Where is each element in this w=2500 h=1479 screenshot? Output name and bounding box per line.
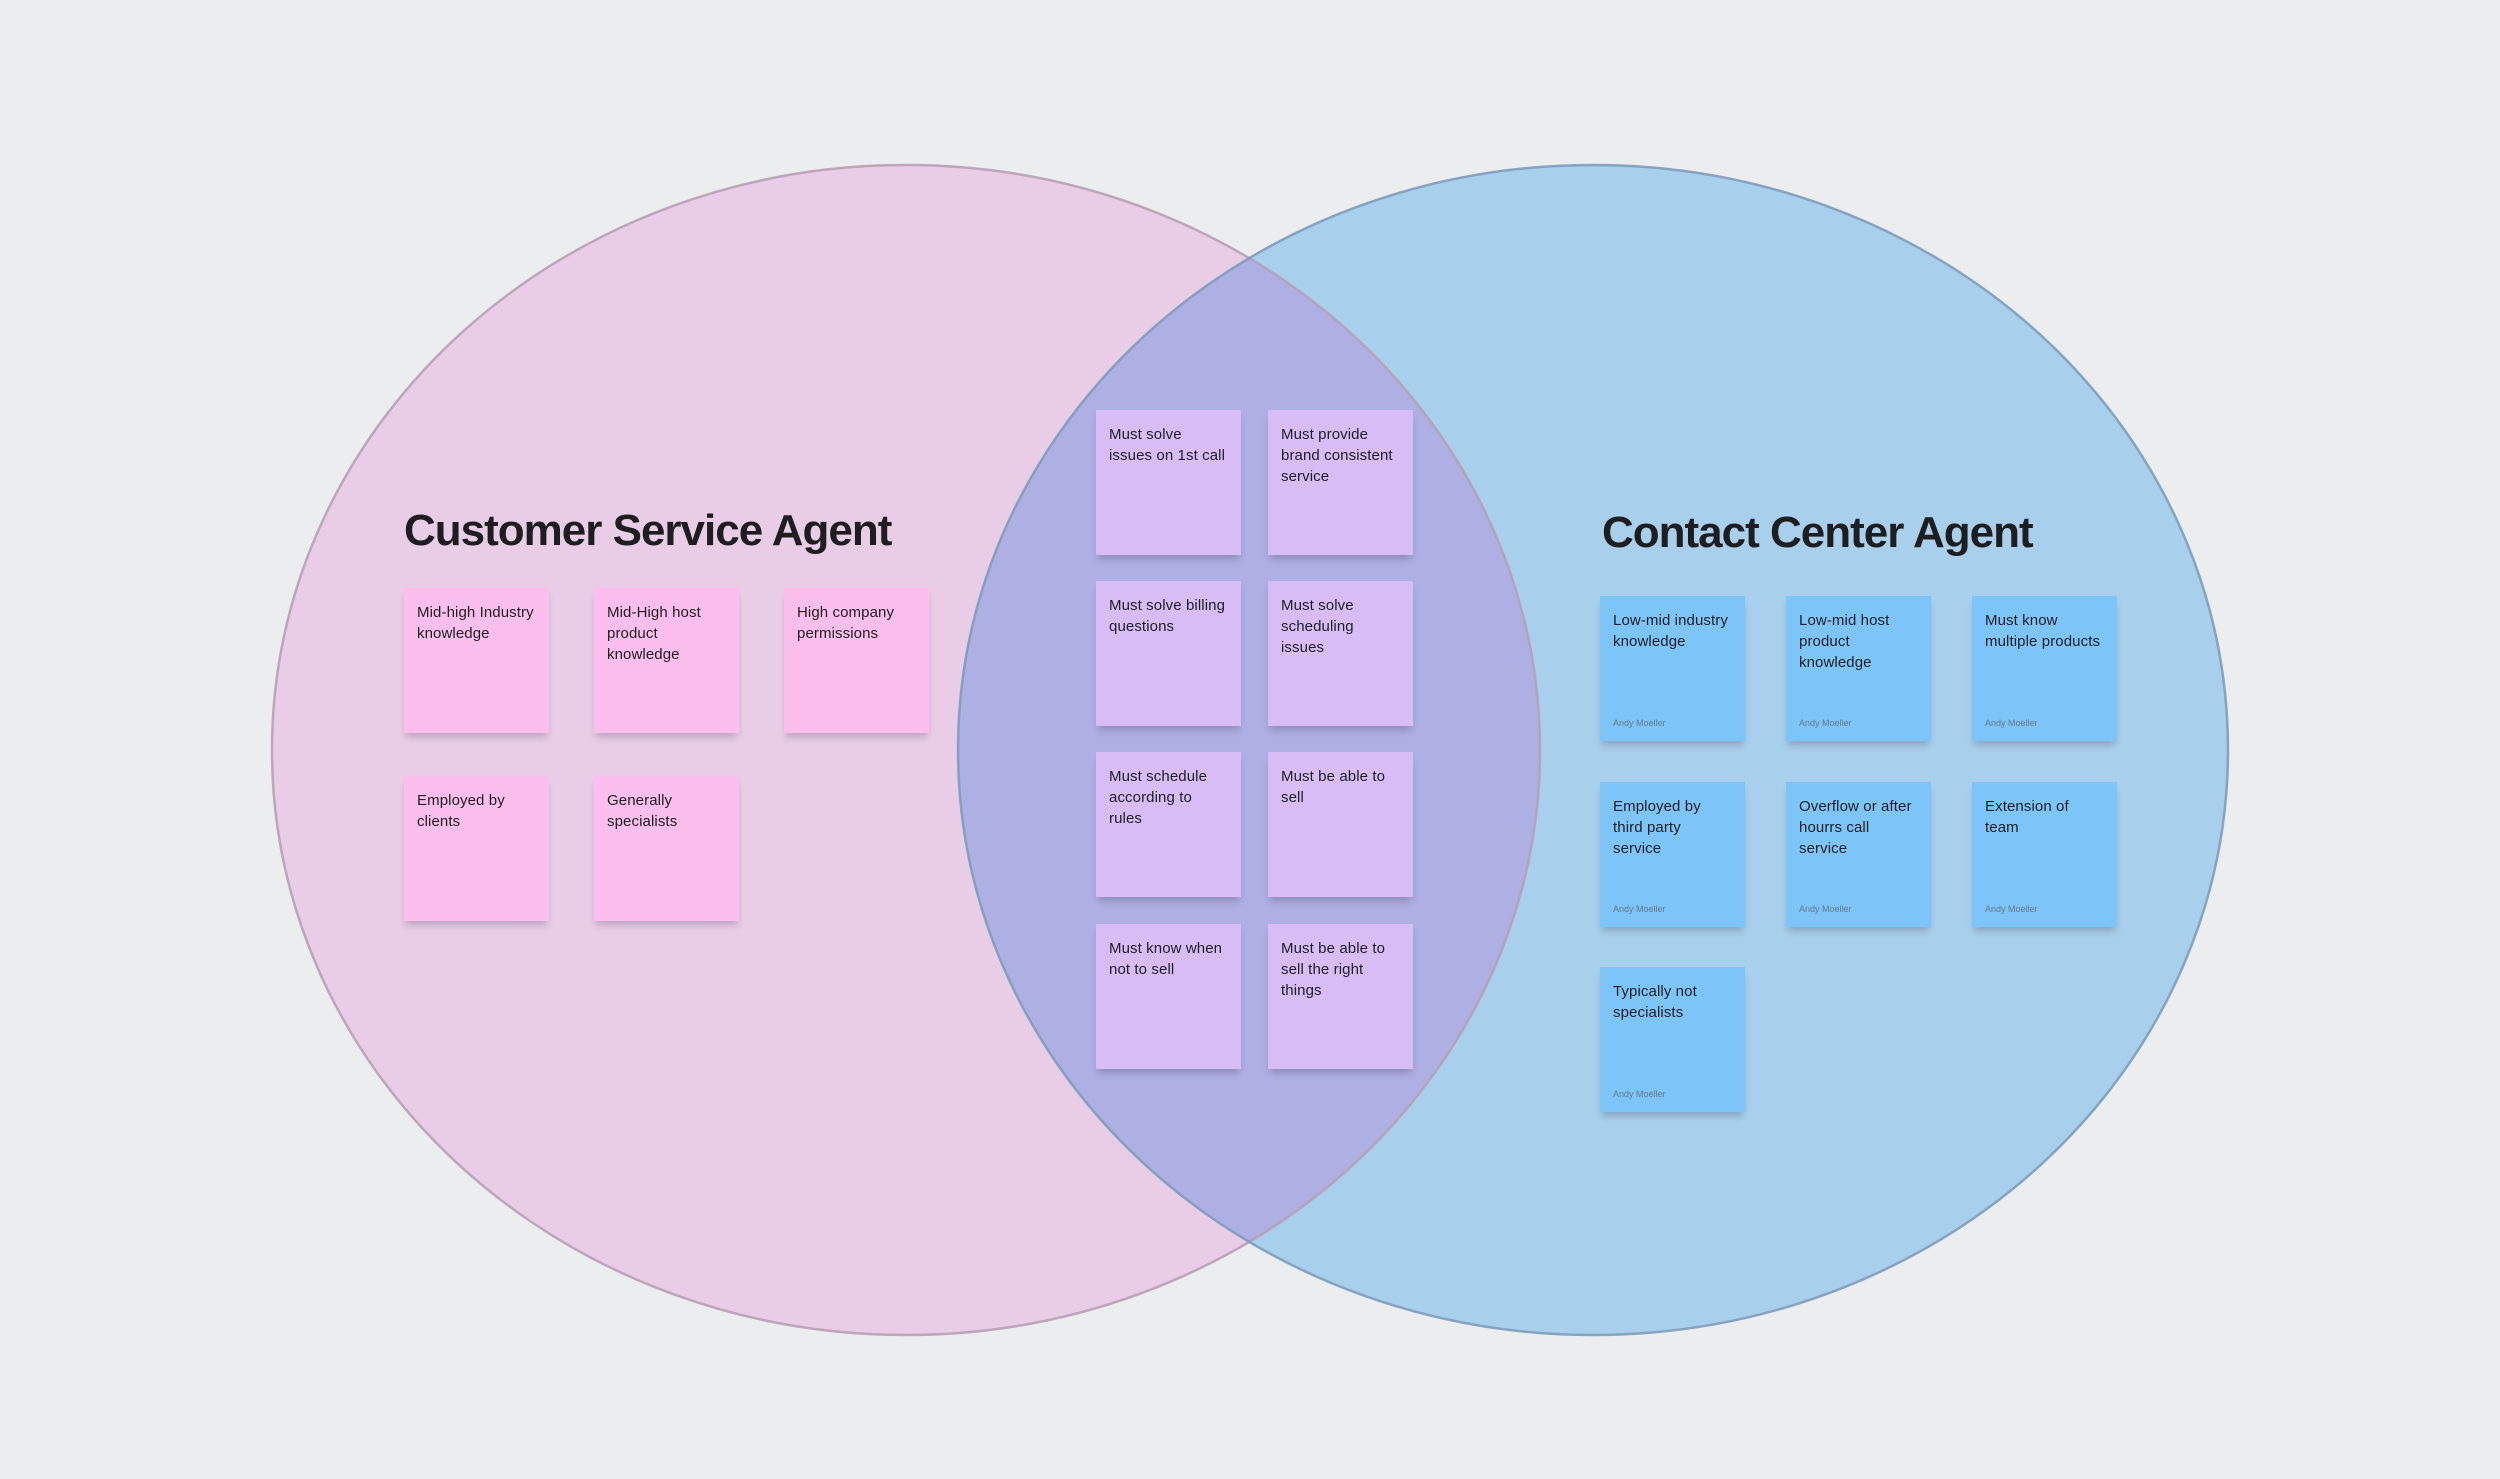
sticky-note-author: Andy Moeller [1613,1089,1666,1099]
sticky-note-blue-4[interactable]: Employed by third party service Andy Moe… [1600,782,1745,927]
sticky-note-text: Extension of team [1985,798,2069,836]
right-circle-title[interactable]: Contact Center Agent [1602,508,2034,557]
sticky-note-pink-3[interactable]: High company permissions [784,588,929,733]
sticky-note-overlap-4[interactable]: Must solve scheduling issues [1268,581,1413,726]
sticky-note-blue-3[interactable]: Must know multiple products Andy Moeller [1972,596,2117,741]
sticky-note-blue-7[interactable]: Typically not specialists Andy Moeller [1600,967,1745,1112]
sticky-note-text: Must be able to sell [1281,768,1386,806]
left-circle-title[interactable]: Customer Service Agent [404,506,892,555]
sticky-note-overlap-8[interactable]: Must be able to sell the right things [1268,924,1413,1069]
sticky-note-author: Andy Moeller [1985,718,2038,728]
sticky-note-text: Low-mid industry knowledge [1613,612,1728,650]
sticky-note-overlap-3[interactable]: Must solve billing questions [1096,581,1241,726]
sticky-note-text: Must solve issues on 1st call [1109,426,1226,464]
sticky-note-overlap-7[interactable]: Must know when not to sell [1096,924,1241,1069]
sticky-note-blue-2[interactable]: Low-mid host product knowledge Andy Moel… [1786,596,1931,741]
sticky-note-author: Andy Moeller [1613,718,1666,728]
sticky-note-author: Andy Moeller [1799,718,1852,728]
sticky-note-text: Must know multiple products [1985,612,2101,650]
right-circle-outline [956,163,2230,1337]
sticky-note-pink-2[interactable]: Mid-High host product knowledge [594,588,739,733]
sticky-note-blue-6[interactable]: Extension of team Andy Moeller [1972,782,2117,927]
sticky-note-text: High company permissions [797,604,895,642]
sticky-note-author: Andy Moeller [1799,904,1852,914]
sticky-note-text: Generally specialists [607,792,678,830]
sticky-note-pink-5[interactable]: Generally specialists [594,776,739,921]
sticky-note-text: Typically not specialists [1613,983,1697,1021]
sticky-note-text: Low-mid host product knowledge [1799,612,1890,671]
sticky-note-text: Must solve billing questions [1109,597,1226,635]
sticky-note-pink-4[interactable]: Employed by clients [404,776,549,921]
sticky-note-text: Must schedule according to rules [1109,768,1208,827]
sticky-note-text: Mid-High host product knowledge [607,604,701,663]
left-circle-outline [270,163,1542,1337]
sticky-note-text: Mid-high Industry knowledge [417,604,534,642]
sticky-note-text: Must solve scheduling issues [1281,597,1354,656]
sticky-note-author: Andy Moeller [1985,904,2038,914]
sticky-note-pink-1[interactable]: Mid-high Industry knowledge [404,588,549,733]
sticky-note-text: Must know when not to sell [1109,940,1223,978]
sticky-note-overlap-1[interactable]: Must solve issues on 1st call [1096,410,1241,555]
sticky-note-author: Andy Moeller [1613,904,1666,914]
sticky-note-text: Must provide brand consistent service [1281,426,1393,485]
sticky-note-overlap-2[interactable]: Must provide brand consistent service [1268,410,1413,555]
sticky-note-overlap-6[interactable]: Must be able to sell [1268,752,1413,897]
sticky-note-text: Employed by clients [417,792,505,830]
sticky-note-text: Overflow or after hourrs call service [1799,798,1912,857]
sticky-note-overlap-5[interactable]: Must schedule according to rules [1096,752,1241,897]
sticky-note-text: Must be able to sell the right things [1281,940,1386,999]
sticky-note-blue-5[interactable]: Overflow or after hourrs call service An… [1786,782,1931,927]
sticky-note-text: Employed by third party service [1613,798,1701,857]
sticky-note-blue-1[interactable]: Low-mid industry knowledge Andy Moeller [1600,596,1745,741]
